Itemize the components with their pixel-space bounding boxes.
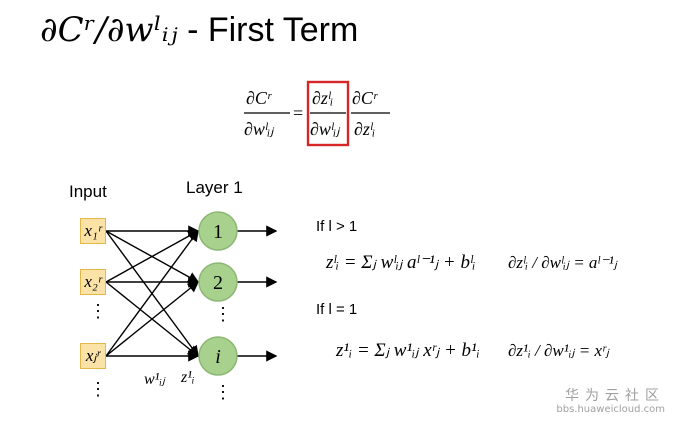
- ellipsis: ⋮: [214, 304, 232, 324]
- neuron-node: [198, 336, 238, 376]
- case2-equations: z¹ᵢ = Σⱼ w¹ᵢⱼ xʳⱼ + b¹ᵢ ∂z¹ᵢ / ∂w¹ᵢⱼ = x…: [335, 340, 610, 361]
- lhs-numerator: ∂Cʳ: [246, 88, 272, 108]
- ellipsis: ⋮: [89, 379, 107, 399]
- neuron-node: [198, 262, 238, 302]
- case2-derivative: ∂z¹ᵢ / ∂w¹ᵢⱼ = xʳⱼ: [508, 341, 610, 360]
- input-node: x₂ʳ: [80, 269, 106, 295]
- main-equation: ∂Cʳ ∂wˡᵢⱼ = ∂zˡᵢ ∂wˡᵢⱼ ∂Cʳ ∂zˡᵢ: [244, 80, 390, 147]
- neuron-label: 2: [213, 272, 223, 294]
- condition-l-gt-1: If l > 1: [316, 218, 358, 235]
- equals-sign: =: [293, 103, 303, 123]
- connection-line: [105, 229, 199, 357]
- case1-equations: zˡᵢ = Σⱼ wˡᵢⱼ aˡ⁻¹ⱼ + bˡᵢ ∂zˡᵢ / ∂wˡᵢⱼ =…: [325, 252, 618, 273]
- watermark-url: bbs.huaweicloud.com: [556, 404, 665, 415]
- condition-l-eq-1: If l = 1: [316, 301, 358, 318]
- neuron-label: i: [215, 346, 221, 368]
- weight-label: w¹ᵢⱼ: [144, 371, 166, 388]
- ellipsis: ⋮: [89, 301, 107, 321]
- ellipsis: ⋮: [214, 382, 232, 402]
- lhs-denominator: ∂wˡᵢⱼ: [244, 119, 275, 139]
- connection-line: [105, 281, 200, 357]
- input-node: xⱼʳ: [80, 343, 106, 369]
- rhs-denominator: ∂zˡᵢ: [354, 119, 375, 139]
- page-title: ∂Cʳ/∂wˡᵢⱼ - First Term: [40, 10, 358, 50]
- highlight-box: [306, 80, 350, 147]
- rhs-numerator: ∂Cʳ: [352, 88, 378, 108]
- neuron-label: 1: [213, 221, 223, 243]
- connection-line: [105, 230, 200, 283]
- input-node: x₁ʳ: [80, 218, 106, 244]
- title-text: - First Term: [187, 11, 359, 49]
- layer-label: Layer 1: [186, 178, 243, 197]
- case1-sum-equation: zˡᵢ = Σⱼ wˡᵢⱼ aˡ⁻¹ⱼ + bˡᵢ: [325, 252, 476, 273]
- case2-sum-equation: z¹ᵢ = Σⱼ w¹ᵢⱼ xʳⱼ + b¹ᵢ: [335, 340, 480, 361]
- neuron-node: [198, 211, 238, 251]
- input-label: Input: [69, 182, 107, 201]
- case1-derivative: ∂zˡᵢ / ∂wˡᵢⱼ = aˡ⁻¹ⱼ: [508, 253, 618, 272]
- boxed-denominator: ∂wˡᵢⱼ: [310, 119, 341, 139]
- title-math: ∂Cʳ/∂wˡᵢⱼ: [40, 10, 178, 50]
- boxed-numerator: ∂zˡᵢ: [312, 88, 333, 108]
- z-label: z¹ᵢ: [180, 369, 195, 386]
- watermark-brand: 华为云社区: [565, 388, 665, 404]
